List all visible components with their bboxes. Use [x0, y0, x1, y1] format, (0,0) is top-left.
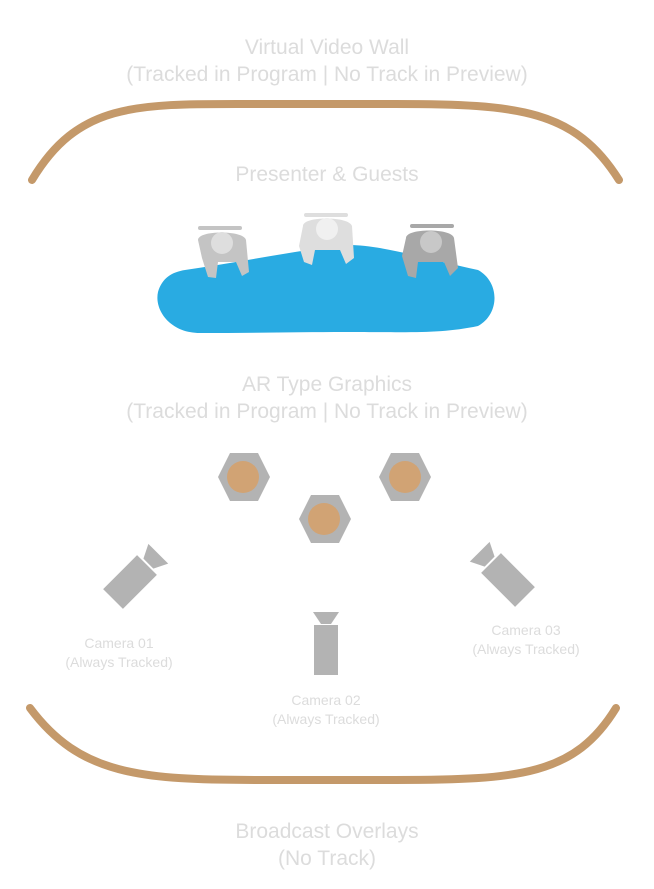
ar-graphics-subtitle: (Tracked in Program | No Track in Previe…	[126, 400, 528, 423]
ar-graphics-label: AR Type Graphics (Tracked in Program | N…	[0, 371, 654, 425]
camera-01-icon	[103, 543, 169, 609]
ar-graphic-right-hex	[379, 453, 431, 501]
guest-right-figure	[402, 224, 458, 278]
broadcast-overlays-title: Broadcast Overlays	[235, 820, 419, 843]
broadcast-overlays-subtitle: (No Track)	[277, 847, 376, 870]
camera-03-label: Camera 03 (Always Tracked)	[441, 621, 611, 659]
camera-01-name: Camera 01	[84, 635, 154, 651]
presenter-label: Presenter & Guests	[0, 161, 654, 188]
ar-graphic-left-hex	[218, 453, 270, 501]
video-wall-subtitle: (Tracked in Program | No Track in Previe…	[126, 63, 528, 86]
broadcast-overlays-arc	[26, 704, 620, 784]
camera-03-status: (Always Tracked)	[472, 641, 580, 657]
camera-02-icon	[313, 612, 339, 675]
broadcast-overlays-label: Broadcast Overlays (No Track)	[0, 818, 654, 872]
camera-02-status: (Always Tracked)	[272, 711, 380, 727]
camera-03-icon	[469, 541, 535, 607]
camera-02-label: Camera 02 (Always Tracked)	[241, 691, 411, 729]
presenter-center-figure	[299, 213, 354, 265]
camera-01-label: Camera 01 (Always Tracked)	[34, 634, 204, 672]
video-wall-title: Virtual Video Wall	[244, 36, 410, 59]
camera-01-status: (Always Tracked)	[65, 654, 173, 670]
video-wall-arc	[28, 99, 623, 184]
ar-graphic-center-hex	[299, 495, 351, 543]
guest-left-figure	[198, 226, 249, 278]
ar-graphics-title: AR Type Graphics	[241, 373, 413, 396]
camera-03-name: Camera 03	[491, 622, 561, 638]
camera-02-name: Camera 02	[291, 692, 361, 708]
presenter-title: Presenter & Guests	[235, 163, 419, 186]
video-wall-label: Virtual Video Wall (Tracked in Program |…	[0, 34, 654, 88]
